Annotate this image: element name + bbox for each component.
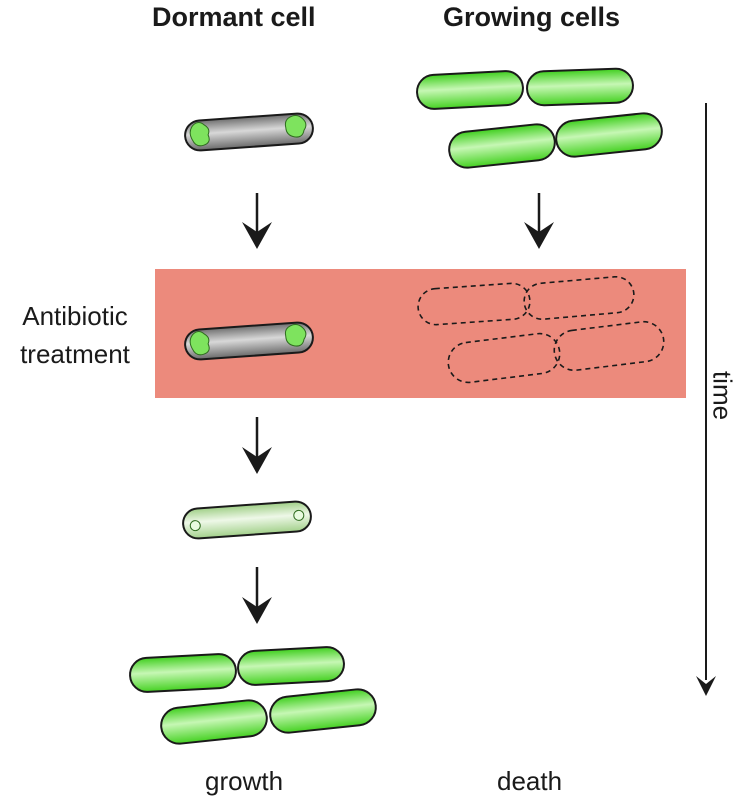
death-outcome-label: death: [497, 766, 563, 796]
growing-cell-2: [526, 67, 634, 107]
dormant-column-title: Dormant cell: [152, 2, 316, 32]
growing-cell-4: [555, 112, 663, 158]
dead-cell-outlines: [417, 275, 665, 384]
waking-cell: [182, 500, 312, 540]
growing-cell-1: [416, 70, 524, 110]
dormant-cell-top: [184, 112, 314, 152]
arrow-growing-1: [524, 193, 554, 249]
growing-cell-3: [448, 123, 556, 169]
arrow-dormant-2: [242, 417, 272, 474]
regrown-cell-2: [237, 646, 345, 686]
growth-outcome-label: growth: [205, 766, 284, 796]
regrown-cell-3: [160, 699, 268, 745]
time-label: time: [707, 370, 738, 421]
treatment-label-line-2: treatment: [20, 339, 130, 369]
dead-cell-4: [553, 320, 665, 372]
arrow-dormant-3: [242, 567, 272, 624]
regrown-cell-4: [269, 688, 377, 734]
time-arrow: [696, 103, 716, 696]
dead-cell-2: [523, 275, 635, 321]
growing-column-title: Growing cells: [443, 2, 621, 32]
regrown-cell-cluster: [129, 646, 377, 745]
arrow-dormant-1: [242, 193, 272, 249]
dead-cell-3: [447, 332, 561, 384]
dead-cell-1: [417, 282, 531, 326]
growing-cell-cluster: [416, 67, 663, 169]
treatment-label-line-1: Antibiotic: [22, 301, 128, 331]
regrown-cell-1: [129, 653, 237, 693]
antibiotic-treatment-label: Antibiotic treatment: [0, 297, 150, 373]
dormant-cell-treated: [184, 321, 314, 361]
